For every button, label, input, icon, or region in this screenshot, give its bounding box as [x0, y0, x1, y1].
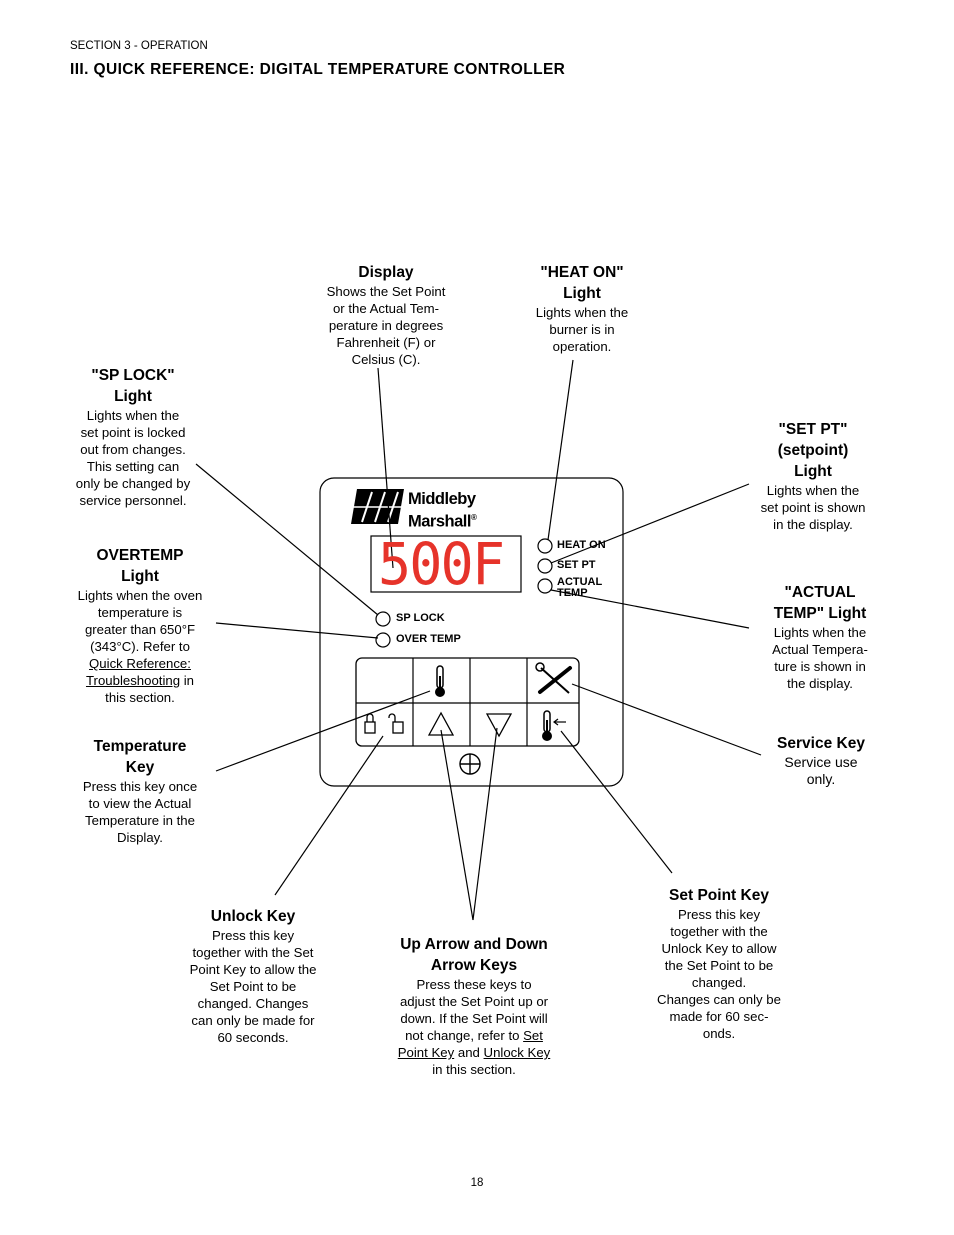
brand-name-line2: Marshall® — [408, 508, 477, 532]
up-arrow-icon — [427, 711, 455, 736]
display-callout-body: Shows the Set Point or the Actual Tem- p… — [326, 284, 446, 367]
registered-mark: ® — [470, 513, 477, 522]
set-pt-led — [537, 558, 553, 574]
power-key[interactable] — [458, 752, 482, 776]
arrow-keys-and-text: and — [454, 1045, 484, 1060]
heat-on-callout-title2: Light — [563, 285, 601, 302]
unlock-padlock-icon — [364, 713, 404, 734]
temperature-display: 500F — [378, 530, 505, 598]
page-number: 18 — [470, 1177, 484, 1189]
actual-temp-callout-body: Lights when the Actual Tempera- ture is … — [772, 625, 868, 691]
arrow-keys-callout-end: in this section. — [432, 1062, 516, 1077]
blank-key-2[interactable] — [470, 658, 527, 703]
actual-temp-callout-title1: "ACTUAL — [784, 584, 856, 601]
temperature-key[interactable] — [413, 658, 470, 703]
service-key[interactable] — [527, 658, 579, 703]
blank-key-1[interactable] — [356, 658, 413, 703]
troubleshooting-link-line1[interactable]: Quick Reference: — [89, 656, 191, 671]
brand-name-line1: Middleby — [408, 490, 476, 508]
service-tools-icon — [535, 662, 572, 694]
arrow-keys-callout: Up Arrow and Down Arrow Keys Press these… — [376, 934, 572, 1078]
actual-temp-label: ACTUAL TEMP — [557, 577, 602, 599]
sp-lock-callout-title1: "SP LOCK" — [91, 367, 175, 384]
temperature-key-callout-body: Press this key once to view the Actual T… — [82, 779, 198, 845]
thermometer-icon — [435, 665, 445, 697]
overtemp-in-text: in — [180, 673, 195, 688]
arrow-keys-callout-title2: Arrow Keys — [430, 957, 518, 974]
over-temp-led — [375, 632, 391, 648]
controller-panel — [319, 477, 624, 787]
leader-lines — [195, 359, 762, 921]
overtemp-callout-title2: Light — [121, 568, 159, 585]
troubleshooting-link-line2[interactable]: Troubleshooting — [85, 673, 181, 688]
sp-lock-callout: "SP LOCK" Light Lights when the set poin… — [48, 365, 218, 509]
set-pt-callout: "SET PT" (setpoint) Light Lights when th… — [738, 419, 888, 533]
brand-name-line2-text: Marshall — [408, 512, 471, 531]
temperature-key-callout-title1: Temperature — [93, 738, 187, 755]
set-pt-callout-body: Lights when the set point is shown in th… — [760, 483, 866, 532]
overtemp-callout: OVERTEMP Light Lights when the oven temp… — [55, 545, 225, 706]
set-pt-callout-title2: (setpoint) — [777, 442, 849, 459]
set-point-key-callout: Set Point Key Press this key together wi… — [640, 885, 798, 1042]
sp-lock-callout-body: Lights when the set point is locked out … — [75, 408, 191, 508]
unlock-key-callout: Unlock Key Press this key together with … — [168, 906, 338, 1046]
actual-temp-callout-title2: TEMP" Light — [773, 605, 867, 622]
arrow-keys-callout-body: Press these keys to adjust the Set Point… — [399, 977, 549, 1043]
down-arrow-key[interactable] — [470, 703, 527, 746]
display-callout: Display Shows the Set Point or the Actua… — [296, 262, 476, 368]
service-key-callout-title: Service Key — [777, 735, 865, 752]
down-arrow-icon — [485, 713, 513, 738]
temperature-key-callout-title2: Key — [125, 759, 155, 776]
power-crosshair-icon — [459, 753, 481, 775]
display-window — [370, 535, 522, 593]
set-point-key[interactable] — [527, 703, 579, 746]
service-key-callout: Service Key Service use only. — [755, 733, 887, 788]
heat-on-callout-body: Lights when the burner is in operation. — [535, 305, 629, 354]
arrow-keys-callout-title1: Up Arrow and Down — [400, 936, 548, 953]
page-title: III. QUICK REFERENCE: DIGITAL TEMPERATUR… — [70, 61, 566, 78]
unlock-key[interactable] — [356, 703, 413, 746]
section-label: SECTION 3 - OPERATION — [70, 40, 208, 52]
heat-on-label: HEAT ON — [557, 539, 606, 551]
service-key-callout-body: Service use only. — [784, 754, 858, 787]
set-point-key-callout-title: Set Point Key — [669, 887, 769, 904]
up-arrow-key[interactable] — [413, 703, 470, 746]
sp-lock-callout-title2: Light — [114, 388, 152, 405]
overtemp-callout-body: Lights when the oven temperature is grea… — [77, 588, 203, 654]
actual-temp-label-line1: ACTUAL — [557, 576, 603, 588]
heat-on-callout-title1: "HEAT ON" — [540, 264, 624, 281]
heat-on-callout: "HEAT ON" Light Lights when the burner i… — [507, 262, 657, 355]
middleby-logo-icon — [351, 489, 404, 524]
actual-temp-led — [537, 578, 553, 594]
unlock-key-callout-body: Press this key together with the Set Poi… — [189, 928, 317, 1045]
keypad — [355, 657, 580, 747]
set-pt-callout-title3: Light — [794, 463, 832, 480]
overtemp-callout-end: this section. — [105, 690, 175, 705]
display-callout-title: Display — [358, 264, 414, 281]
over-temp-label: OVER TEMP — [396, 633, 461, 645]
actual-temp-label-line2: TEMP — [557, 587, 588, 599]
heat-on-led — [537, 538, 553, 554]
unlock-key-link[interactable]: Unlock Key — [483, 1045, 551, 1060]
set-point-key-link-part1[interactable]: Set — [523, 1028, 543, 1043]
sp-lock-led — [375, 611, 391, 627]
set-point-key-callout-body: Press this key together with the Unlock … — [657, 907, 781, 1041]
set-pt-callout-title1: "SET PT" — [778, 421, 848, 438]
set-point-thermometer-icon — [542, 710, 566, 741]
overtemp-callout-title1: OVERTEMP — [96, 547, 184, 564]
unlock-key-callout-title: Unlock Key — [210, 908, 296, 925]
set-point-key-link-part2[interactable]: Point Key — [397, 1045, 455, 1060]
temperature-key-callout: Temperature Key Press this key once to v… — [60, 736, 220, 846]
actual-temp-callout: "ACTUAL TEMP" Light Lights when the Actu… — [745, 582, 895, 692]
set-pt-label: SET PT — [557, 559, 596, 571]
sp-lock-label: SP LOCK — [396, 612, 445, 624]
